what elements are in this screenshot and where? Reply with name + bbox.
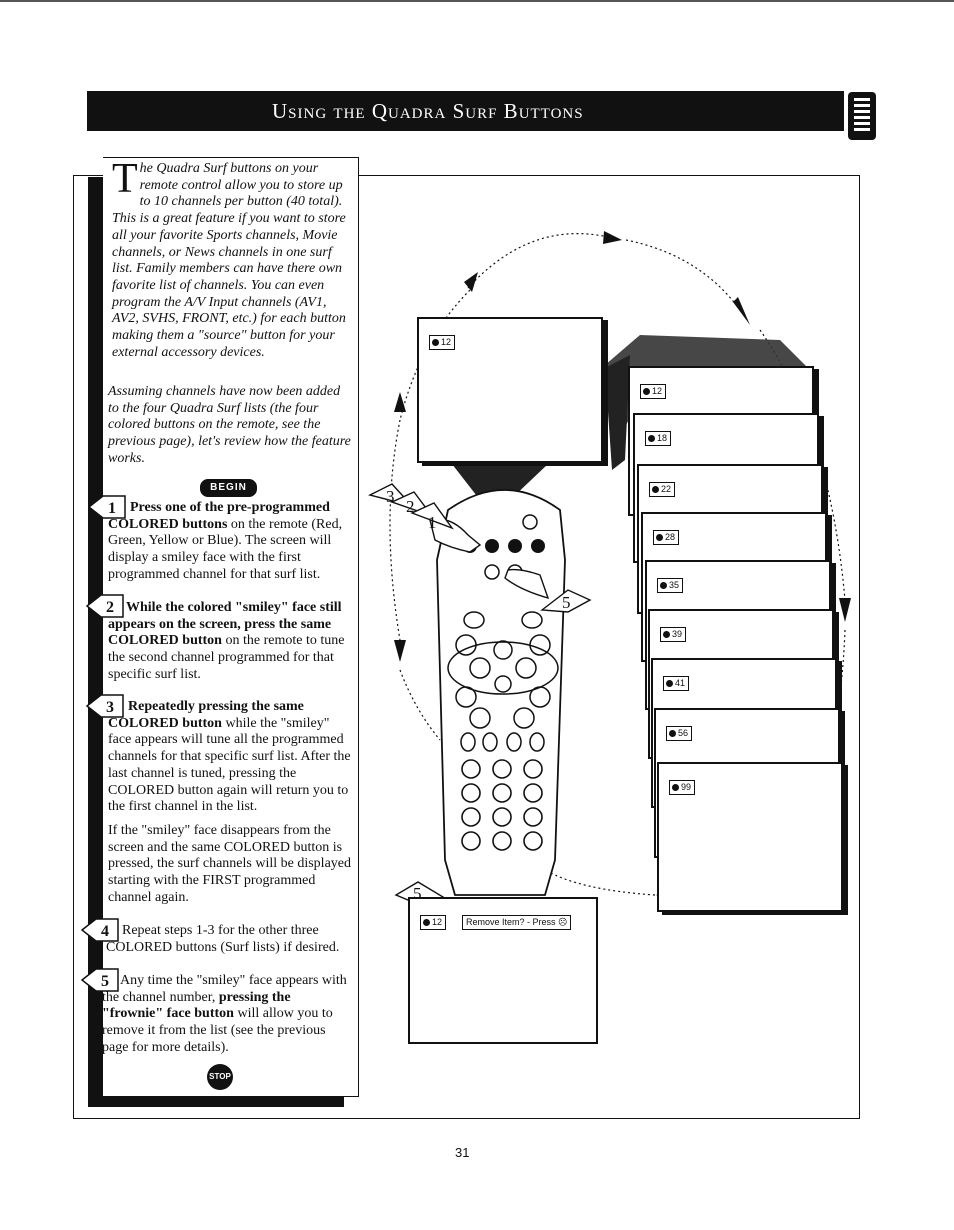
step-3-arrow: 3 <box>85 694 124 718</box>
number-keypad <box>461 759 543 851</box>
page-title: Using the Quadra Surf Buttons <box>272 99 584 123</box>
callout-3: 3 <box>386 487 395 506</box>
step-2-arrow: 2 <box>85 594 124 618</box>
step-3-extra: If the "smiley" face disappears from the… <box>108 823 351 905</box>
remove-item-screen: 12 Remove Item? - Press ☹ <box>408 897 598 1044</box>
remove-channel-label: 12 <box>420 915 447 930</box>
channel-down-button <box>513 707 535 729</box>
remote-control-icon <box>848 92 876 140</box>
step-3-number: 3 <box>106 699 114 716</box>
step-5-text-b: will allow you to remove it from the lis… <box>102 1006 333 1055</box>
step-2-text: on the remote to tune the second channel… <box>108 633 345 682</box>
step-4-text: Repeat steps 1-3 for the other three COL… <box>106 923 340 955</box>
volume-up-button <box>455 686 477 708</box>
yellow-surf-button <box>508 539 522 553</box>
step-4-number: 4 <box>101 923 109 940</box>
step-5-number: 5 <box>101 973 109 990</box>
step-1-bold: Press one of the pre-programmed COLORED … <box>108 500 330 532</box>
power-button <box>522 514 538 530</box>
stop-sign-icon: STOP <box>207 1064 233 1090</box>
step-4-arrow: 4 <box>80 918 119 942</box>
volume-down-button <box>469 707 491 729</box>
blue-surf-button <box>531 539 545 553</box>
illustration-frame <box>73 175 860 1119</box>
step-2: While the colored "smiley" face still ap… <box>108 600 354 684</box>
step-5-arrow: 5 <box>80 968 119 992</box>
top-rule <box>0 0 954 2</box>
column-bottom-bar <box>88 1097 344 1107</box>
step-2-bold: While the colored "smiley" face still ap… <box>108 600 342 649</box>
step-1-arrow: 1 <box>87 495 126 519</box>
channel-up-button <box>529 686 551 708</box>
step-5: Any time the "smiley" face appears with … <box>102 973 354 1057</box>
remove-item-prompt: Remove Item? - Press ☹ <box>462 915 572 930</box>
step-1-text: on the remote (Red, Green, Yellow or Blu… <box>108 516 343 582</box>
step-3-text: while the "smiley" face appears will tun… <box>108 715 351 815</box>
step-4: Repeat steps 1-3 for the other three COL… <box>106 923 354 956</box>
instruction-box <box>103 157 359 1097</box>
green-surf-button <box>485 539 499 553</box>
step-3-bold: Repeatedly pressing the same COLORED but… <box>108 699 304 731</box>
intro-text: he Quadra Surf buttons on your remote co… <box>112 161 346 360</box>
step-1: Press one of the pre-programmed COLORED … <box>108 500 354 584</box>
column-left-bar <box>88 177 104 1107</box>
step-3: Repeatedly pressing the same COLORED but… <box>108 699 354 816</box>
callout-1: 1 <box>428 513 437 532</box>
begin-badge: BEGIN <box>200 479 257 497</box>
step-2-number: 2 <box>106 599 114 616</box>
page-number: 31 <box>455 1145 470 1160</box>
drop-cap: T <box>112 156 138 202</box>
step-5-text-a: Any time the "smiley" face appears with … <box>102 973 347 1005</box>
channel-screen-9: 99 <box>657 762 843 912</box>
cycle-arrow-top <box>603 231 622 244</box>
step-1-number: 1 <box>108 500 116 517</box>
navigation-pad <box>447 641 559 695</box>
channel-label: 12 <box>429 335 456 350</box>
step-5-bold: pressing the "frownie" face button <box>102 989 291 1022</box>
assumption-paragraph: Assuming channels have now been added to… <box>108 384 351 466</box>
instruction-column <box>88 157 359 1107</box>
cycle-arrow-right <box>733 297 750 325</box>
cycle-arrow-down <box>839 598 851 622</box>
callout-5-remote: 5 <box>562 593 571 612</box>
page-title-bar: Using the Quadra Surf Buttons <box>87 91 844 131</box>
smiley-button <box>484 564 500 580</box>
callout-2: 2 <box>406 497 415 516</box>
callout-5-screen: 5 <box>413 884 422 903</box>
cycle-arrow-left-down <box>394 640 406 662</box>
first-channel-screen: 12 <box>417 317 603 463</box>
